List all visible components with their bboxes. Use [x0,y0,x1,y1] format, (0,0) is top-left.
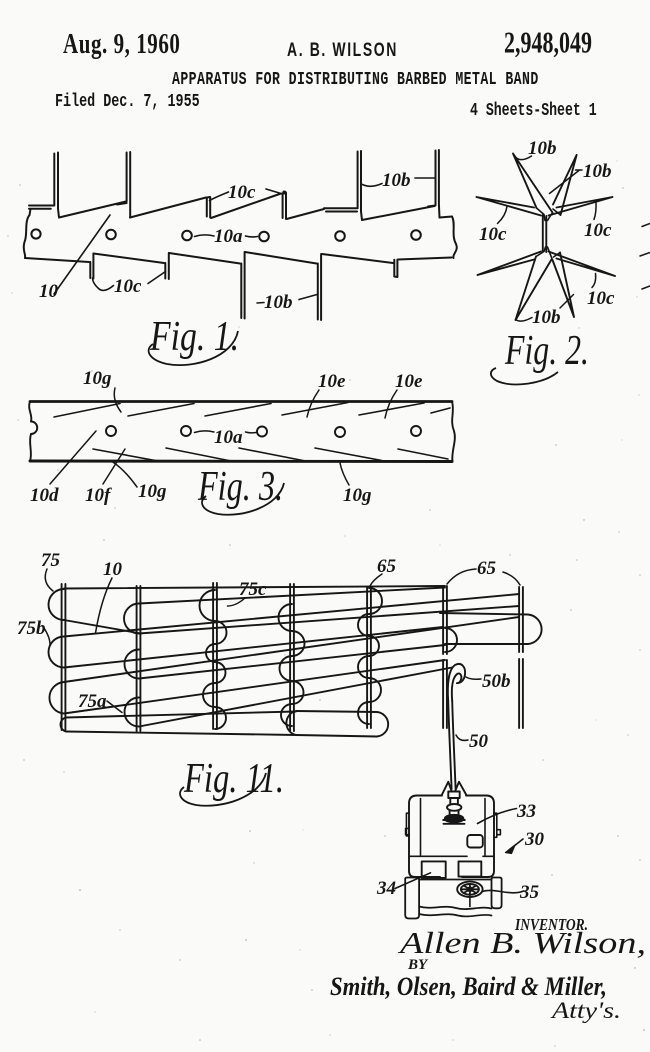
svg-text:10b: 10b [583,161,612,182]
svg-text:10: 10 [39,281,59,302]
svg-text:75a: 75a [78,691,107,712]
svg-text:INVENTOR.: INVENTOR. [514,915,588,934]
svg-text:10a: 10a [214,226,243,247]
svg-text:BY: BY [407,957,429,973]
svg-text:10b: 10b [532,307,561,328]
svg-text:10b: 10b [264,292,293,313]
svg-text:10c: 10c [228,182,256,203]
svg-text:Fig. 11.: Fig. 11. [183,756,284,802]
svg-text:34: 34 [376,878,396,899]
svg-text:Fig. 2.: Fig. 2. [504,328,589,374]
svg-text:75c: 75c [239,579,267,600]
svg-text:50b: 50b [482,671,511,692]
svg-text:10: 10 [103,559,123,580]
svg-text:65: 65 [477,558,497,579]
svg-text:Fig. 1.: Fig. 1. [149,314,239,360]
svg-text:10g: 10g [83,368,112,389]
svg-text:10b: 10b [528,138,557,159]
svg-text:10b: 10b [382,170,411,191]
svg-text:50: 50 [469,731,489,752]
svg-text:10c: 10c [114,276,142,297]
svg-text:10c: 10c [587,288,615,309]
svg-text:10d: 10d [30,485,59,506]
svg-text:35: 35 [519,882,540,903]
svg-text:Atty's.: Atty's. [550,998,621,1023]
svg-text:Smith, Olsen, Baird & Miller,: Smith, Olsen, Baird & Miller, [330,972,607,1001]
svg-text:10c: 10c [584,220,612,241]
svg-text:10c: 10c [479,224,507,245]
svg-text:10e: 10e [395,371,423,392]
svg-text:10f: 10f [85,485,112,506]
svg-text:Allen B. Wilson,: Allen B. Wilson, [398,925,646,960]
svg-text:75: 75 [41,550,61,571]
svg-text:30: 30 [524,829,545,850]
svg-text:75b: 75b [17,618,46,639]
svg-text:65: 65 [377,556,397,577]
svg-text:10e: 10e [318,371,346,392]
svg-text:10g: 10g [343,485,372,506]
svg-text:10g: 10g [138,481,167,502]
svg-text:33: 33 [516,801,536,822]
svg-text:10a: 10a [214,427,243,448]
